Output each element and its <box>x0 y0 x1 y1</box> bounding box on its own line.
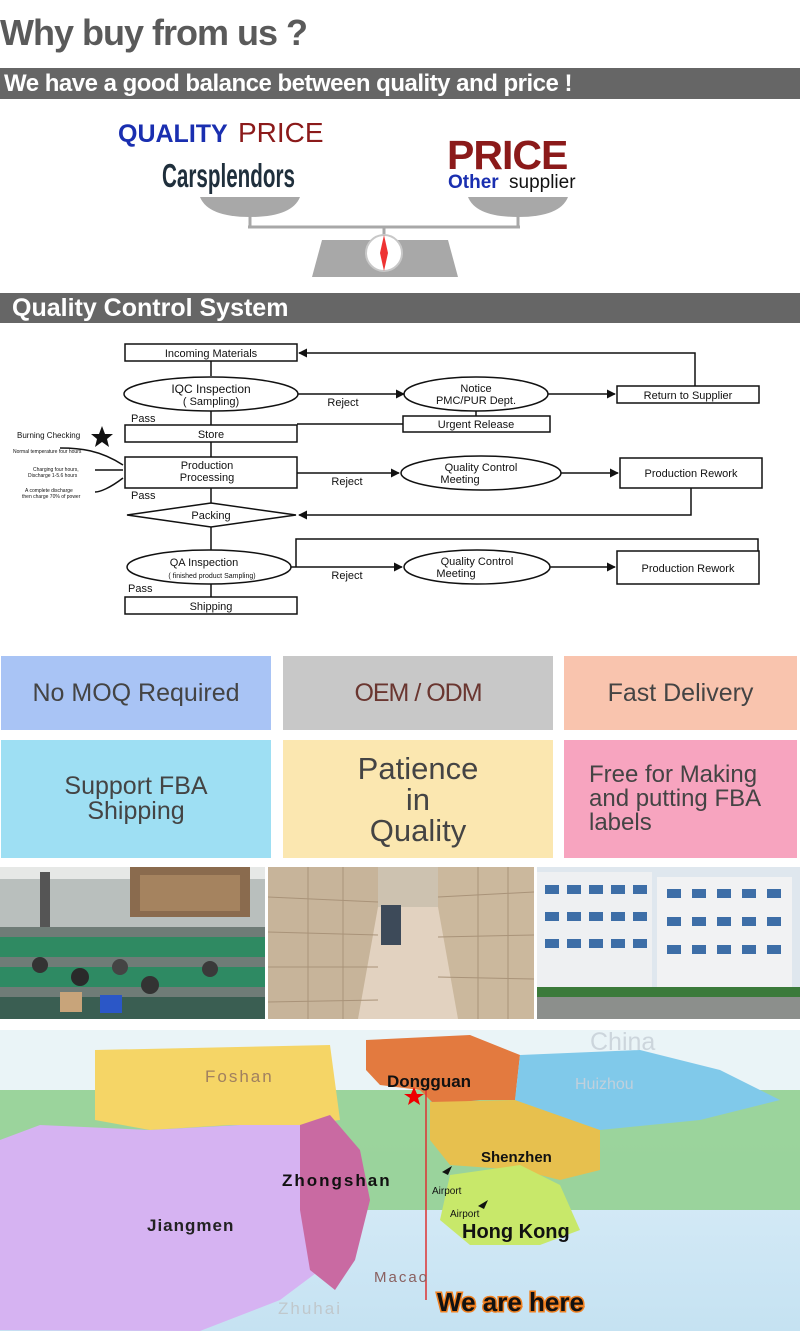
flow-note-charging: Charging four hours, <box>33 467 79 473</box>
scale-right-word-price: PRICE <box>447 132 567 178</box>
location-star-icon <box>404 1087 424 1105</box>
flow-text-qcm2: Quality Control <box>441 556 514 568</box>
map-label-zhuhai: Zhuhai <box>278 1299 342 1318</box>
map-label-foshan: Foshan <box>205 1067 274 1086</box>
map-label-macao: Macao <box>374 1269 429 1286</box>
feature-label-no-moq: No MOQ Required <box>32 678 240 707</box>
flow-text-qcm1-meeting: Meeting <box>440 474 479 486</box>
flow-text-reject-1: Reject <box>327 397 358 409</box>
flow-text-notice: Notice <box>460 383 491 395</box>
flow-text-iqc: IQC Inspection <box>171 382 250 396</box>
region-dongguan <box>366 1035 520 1105</box>
flow-text-processing: Processing <box>180 472 234 484</box>
flow-text-iqc-sampling: ( Sampling) <box>183 396 239 408</box>
map-label-hongkong: Hong Kong <box>462 1221 570 1243</box>
flow-note-charge70: then charge 70% of power <box>22 494 81 500</box>
flow-text-rework-2: Production Rework <box>642 563 735 575</box>
feature-tile-fast-delivery: Fast Delivery <box>564 656 797 730</box>
region-huizhou <box>515 1050 780 1130</box>
map-label-airport-1: Airport <box>432 1186 462 1197</box>
feature-label-fba-shipping: Support FBA Shipping <box>64 772 208 825</box>
feature-tile-oem-odm: OEM / ODM <box>283 656 553 730</box>
balance-scale-illustration: QUALITY PRICE Carsplendors PRICE Other s… <box>118 117 576 277</box>
feature-label-fast-delivery: Fast Delivery <box>607 678 754 707</box>
scale-left-brand: Carsplendors <box>162 157 295 194</box>
scale-right-sub-other: Other <box>448 172 499 193</box>
flow-note-complete: A complete discharge <box>25 488 73 494</box>
region-foshan <box>95 1045 340 1130</box>
region-shenzhen <box>430 1100 600 1180</box>
flow-text-return: Return to Supplier <box>644 390 733 402</box>
flow-text-store: Store <box>198 429 224 441</box>
flow-text-qa-sampling: ( finished product Sampling) <box>168 573 255 580</box>
flow-text-pass-1: Pass <box>131 413 156 425</box>
feature-label-fba-labels: Free for Making and putting FBA labels <box>589 761 762 836</box>
flow-note-normal-temp: Normal temperature four hours <box>13 449 82 455</box>
feature-tile-no-moq: No MOQ Required <box>1 656 271 730</box>
airport-plane-icon-2 <box>478 1200 488 1209</box>
feature-tile-fba-shipping: Support FBA Shipping <box>1 740 271 858</box>
flow-text-pass-3: Pass <box>128 583 153 595</box>
flow-text-burning: Burning Checking <box>17 431 80 440</box>
star-icon <box>91 426 113 447</box>
map-label-shenzhen: Shenzhen <box>481 1149 552 1166</box>
flow-text-pass-2: Pass <box>131 490 156 502</box>
map-label-airport-2: Airport <box>450 1209 480 1220</box>
flow-text-qcm2-meeting: Meeting <box>436 568 475 580</box>
map-graphic: China Foshan Dongguan Huizhou Shenzhen Z… <box>0 1030 800 1331</box>
flow-text-notice-dept: PMC/PUR Dept. <box>436 395 516 407</box>
location-map: China Foshan Dongguan Huizhou Shenzhen Z… <box>0 1030 800 1331</box>
region-hongkong <box>440 1165 580 1245</box>
scale-graphic <box>200 197 568 277</box>
flow-box-rework-2 <box>616 550 760 585</box>
feature-label-oem-odm: OEM / ODM <box>354 678 482 707</box>
map-label-jiangmen: Jiangmen <box>147 1216 234 1235</box>
flow-text-production: Production <box>181 460 234 472</box>
feature-tile-fba-labels: Free for Making and putting FBA labels <box>564 740 797 858</box>
region-zhongshan <box>300 1115 370 1290</box>
quality-control-banner: Quality Control System <box>0 293 800 323</box>
warehouse-photo <box>268 867 534 1019</box>
qc-flowchart: Incoming Materials IQC Inspection ( Samp… <box>13 343 763 615</box>
scale-right-sub-supplier: supplier <box>509 172 576 193</box>
balance-banner: We have a good balance between quality a… <box>0 68 800 99</box>
feature-tile-patience: Patience in Quality <box>283 740 553 858</box>
region-jiangmen <box>0 1125 340 1331</box>
flow-box-return <box>616 385 760 404</box>
airport-plane-icon-1 <box>442 1166 452 1175</box>
map-label-dongguan: Dongguan <box>387 1072 471 1091</box>
flow-text-qa: QA Inspection <box>170 557 239 569</box>
map-label-huizhou: Huizhou <box>575 1076 634 1093</box>
flow-text-incoming: Incoming Materials <box>165 348 258 360</box>
flow-text-packing: Packing <box>191 510 230 522</box>
scale-left-word-quality: QUALITY <box>118 120 228 148</box>
map-label-zhongshan: Zhongshan <box>282 1171 392 1190</box>
map-label-china: China <box>590 1030 655 1056</box>
we-are-here-label: We are here <box>437 1287 584 1317</box>
flow-text-rework-1: Production Rework <box>645 468 738 480</box>
flow-text-urgent: Urgent Release <box>438 419 514 431</box>
factory-building-photo <box>537 867 800 1019</box>
scale-left-word-price: PRICE <box>238 117 324 148</box>
factory-workshop-photo <box>0 867 265 1019</box>
feature-label-patience: Patience in Quality <box>357 750 479 848</box>
page-title: Why buy from us ? <box>0 12 308 53</box>
flow-text-reject-3: Reject <box>331 570 362 582</box>
flow-note-discharge: Discharge 1-5.6 hours <box>28 473 78 479</box>
flow-text-reject-2: Reject <box>331 476 362 488</box>
flow-text-shipping: Shipping <box>190 601 233 613</box>
flow-text-qcm1: Quality Control <box>445 462 518 474</box>
